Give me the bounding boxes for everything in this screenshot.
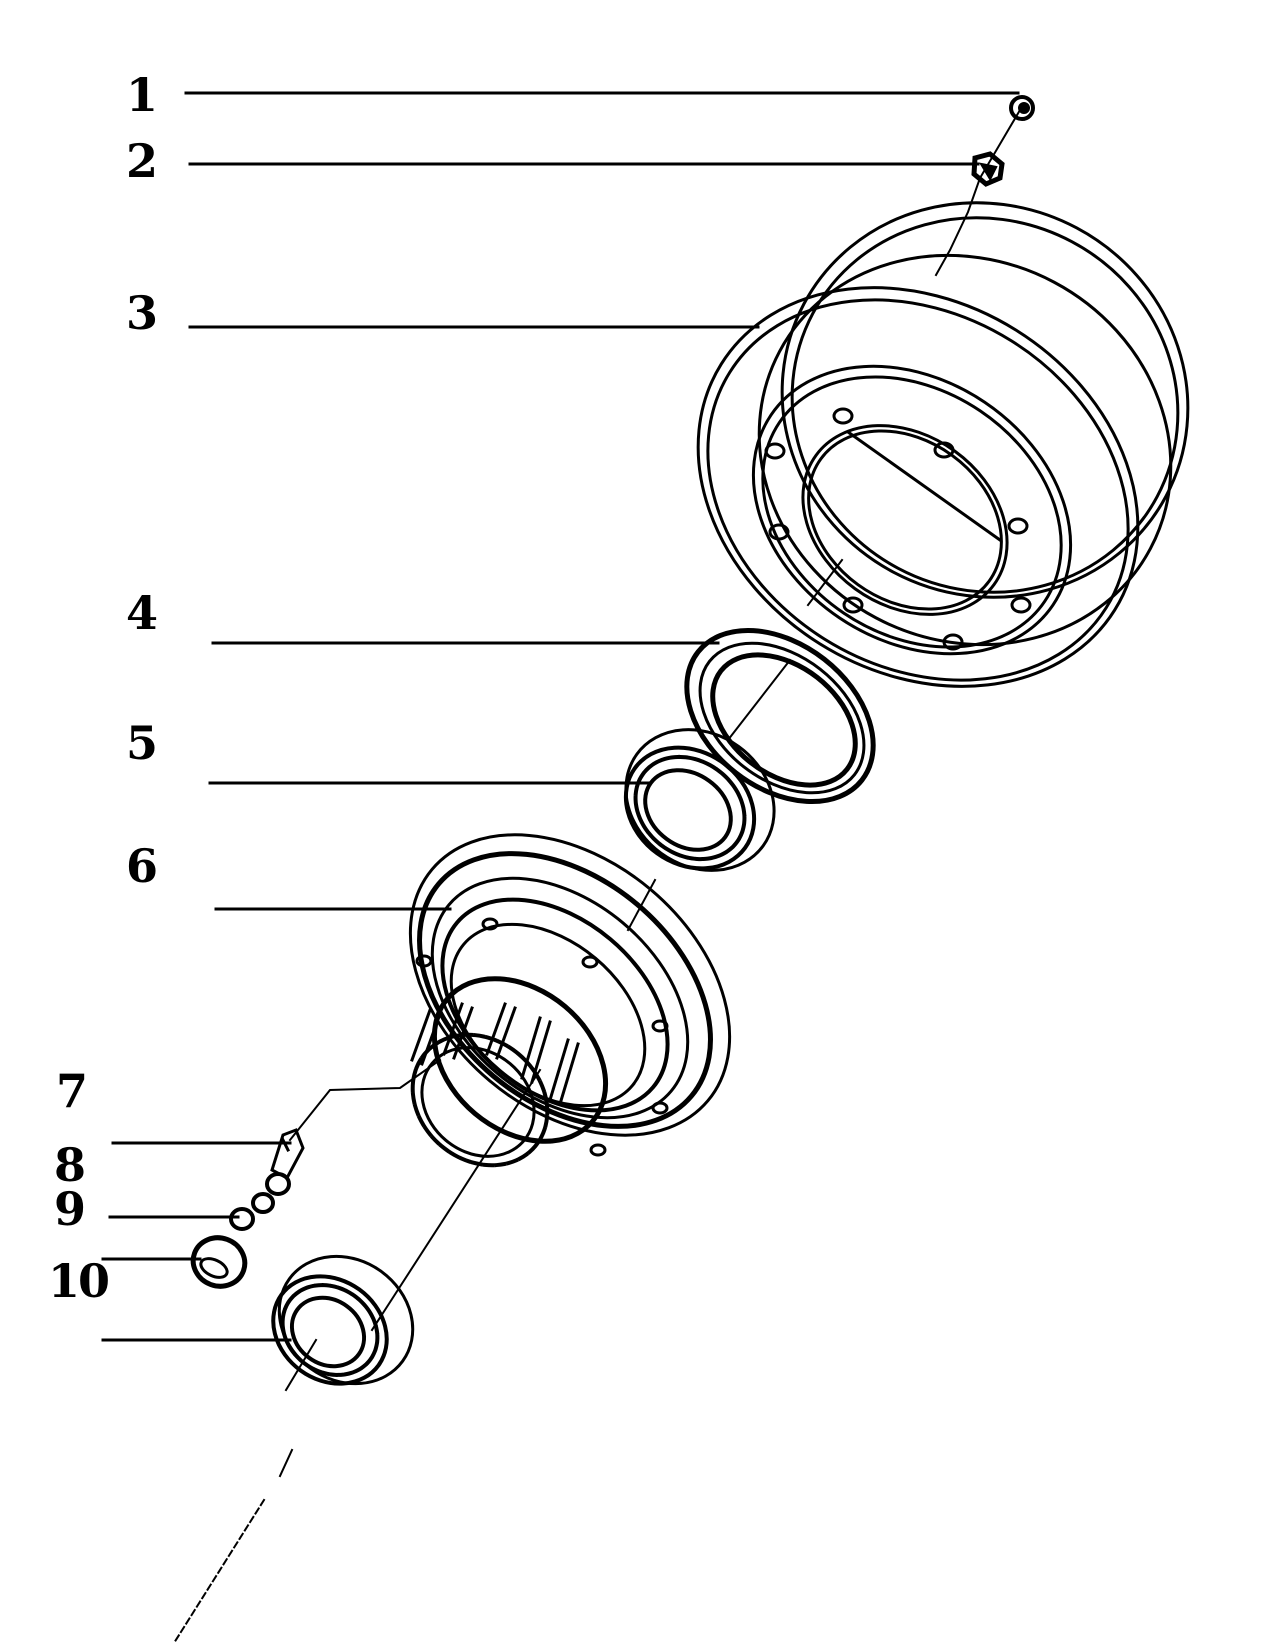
callout-label-9: 9 [54, 1182, 86, 1236]
part-5-inner-bearing [623, 728, 776, 872]
part-9-wheel-nut [190, 1235, 248, 1289]
part-8-washer [229, 1172, 291, 1231]
callout-label-6: 6 [126, 839, 158, 893]
callout-label-8: 8 [54, 1138, 86, 1192]
part-3-brake-drum [696, 201, 1190, 688]
part-10-outer-bearing [271, 1254, 415, 1386]
callout-label-1: 1 [126, 68, 158, 122]
part-2-hex-nut [971, 151, 1005, 187]
callout-label-7: 7 [56, 1064, 88, 1118]
callout-label-10: 10 [48, 1254, 110, 1308]
callout-label-2: 2 [126, 134, 158, 188]
part-4-oil-seal [684, 627, 876, 805]
part-1-small-nut [1009, 95, 1035, 121]
callout-label-5: 5 [126, 716, 158, 770]
part-7-stud-bolt [270, 1128, 305, 1181]
callout-label-3: 3 [126, 286, 158, 340]
leader-lines [101, 91, 1020, 1342]
part-6-wheel-hub [408, 833, 732, 1168]
callout-label-4: 4 [126, 586, 158, 640]
